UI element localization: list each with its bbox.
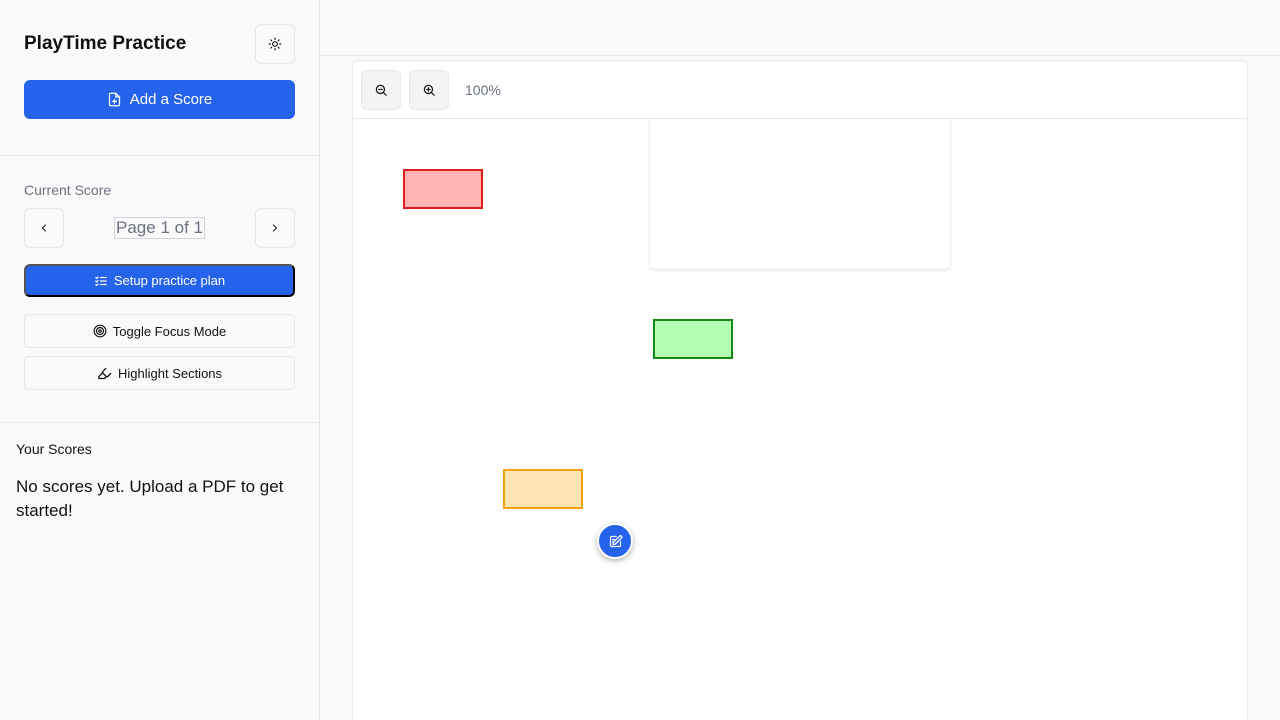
annotate-button[interactable] xyxy=(597,523,633,559)
empty-scores-message: No scores yet. Upload a PDF to get start… xyxy=(16,477,284,520)
title-row: PlayTime Practice xyxy=(24,24,295,64)
highlight-green[interactable] xyxy=(653,319,733,359)
theme-toggle-button[interactable] xyxy=(255,24,295,64)
scores-list-section: Your Scores No scores yet. Upload a PDF … xyxy=(0,423,319,541)
edit-note-icon xyxy=(608,534,623,549)
zoom-out-button[interactable] xyxy=(361,69,401,110)
highlight-amber[interactable] xyxy=(503,469,583,509)
your-scores-heading: Your Scores xyxy=(16,441,92,457)
current-score-label: Current Score xyxy=(24,182,112,198)
next-page-button[interactable] xyxy=(255,208,295,248)
score-canvas[interactable] xyxy=(353,119,1247,720)
file-plus-icon xyxy=(107,92,122,107)
toggle-focus-mode-label: Toggle Focus Mode xyxy=(112,323,227,339)
chevron-right-icon xyxy=(269,222,281,234)
add-score-button[interactable]: Add a Score xyxy=(24,80,295,119)
list-checks-icon xyxy=(94,274,108,288)
sun-icon xyxy=(268,37,282,51)
score-viewer: 100% xyxy=(352,60,1248,720)
zoom-in-button[interactable] xyxy=(409,69,449,110)
target-icon xyxy=(93,324,107,338)
current-score-section: Current Score Page 1 of 1 Setup practice… xyxy=(0,156,319,423)
sidebar: PlayTime Practice Add a Score Curr xyxy=(0,0,320,720)
page-indicator: Page 1 of 1 xyxy=(114,217,205,239)
highlight-red[interactable] xyxy=(403,169,483,209)
viewer-toolbar: 100% xyxy=(353,61,1247,119)
zoom-in-icon xyxy=(422,83,436,97)
chevron-left-icon xyxy=(38,222,50,234)
add-score-label: Add a Score xyxy=(129,91,213,108)
score-page xyxy=(650,119,950,269)
previous-page-button[interactable] xyxy=(24,208,64,248)
highlighter-icon xyxy=(97,366,112,381)
app-title: PlayTime Practice xyxy=(24,33,187,54)
highlight-sections-button[interactable]: Highlight Sections xyxy=(24,356,295,390)
toggle-focus-mode-button[interactable]: Toggle Focus Mode xyxy=(24,314,295,348)
sidebar-header: PlayTime Practice Add a Score xyxy=(0,0,319,156)
setup-practice-plan-button[interactable]: Setup practice plan xyxy=(24,264,295,297)
top-bar xyxy=(320,0,1280,56)
zoom-level: 100% xyxy=(465,81,501,98)
highlight-sections-label: Highlight Sections xyxy=(117,365,223,381)
zoom-out-icon xyxy=(374,83,388,97)
page-navigator: Page 1 of 1 xyxy=(24,208,295,248)
setup-practice-plan-label: Setup practice plan xyxy=(113,273,226,288)
